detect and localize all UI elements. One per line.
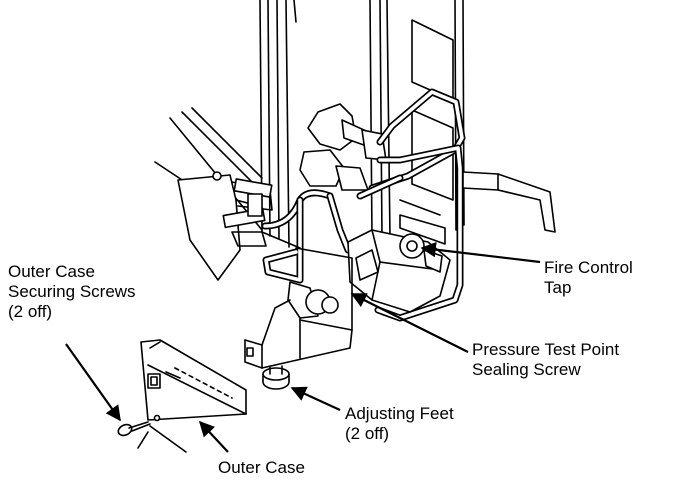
gas-pipework [326, 88, 466, 322]
label-line: Securing Screws [8, 282, 136, 301]
outer-case-panel [137, 339, 247, 453]
label-line: Sealing Screw [472, 360, 581, 379]
label-fire-control-tap: Fire Control Tap [544, 258, 633, 298]
label-line: Adjusting Feet [345, 404, 454, 423]
arrow-outer-case [198, 420, 229, 453]
arrow-fire-control-tap [420, 241, 541, 264]
label-adjusting-feet: Adjusting Feet (2 off) [345, 404, 454, 444]
burner-housing [177, 171, 273, 281]
securing-screw [117, 421, 151, 437]
arrow-securing-screws [65, 343, 121, 422]
label-line: (2 off) [345, 424, 390, 443]
gas-connectors [299, 103, 387, 191]
mounting-bracket [462, 171, 556, 233]
label-line: Pressure Test Point [472, 340, 620, 359]
label-line: Fire Control [544, 258, 633, 277]
side-panel [369, 0, 465, 245]
base-plate [244, 299, 353, 369]
adjusting-foot [262, 365, 290, 390]
label-line: Outer Case [8, 262, 95, 281]
label-line: Tap [544, 278, 572, 297]
label-outer-case-securing-screws: Outer Case Securing Screws (2 off) [8, 262, 136, 322]
label-pressure-test-point: Pressure Test Point Sealing Screw [472, 340, 619, 380]
lower-frame [261, 196, 353, 331]
arrow-pressure-test-point [350, 293, 469, 353]
leader-lines [65, 241, 541, 453]
label-line: (2 off) [8, 302, 53, 321]
label-line: Outer Case [218, 458, 305, 477]
arrow-adjusting-feet [290, 386, 341, 411]
label-outer-case: Outer Case [218, 458, 305, 478]
